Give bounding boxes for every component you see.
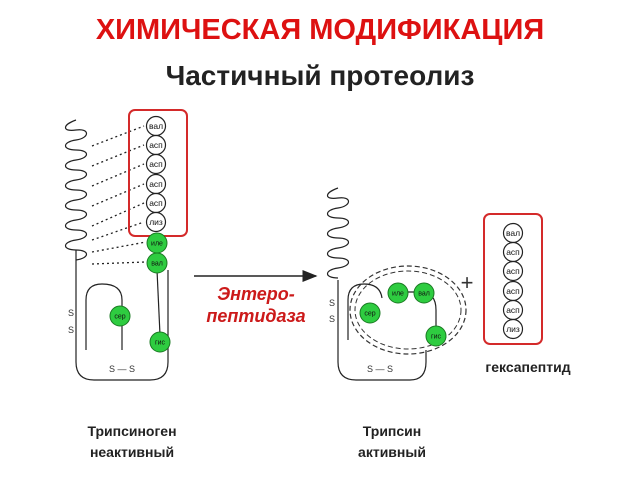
trypsinogen-inner-loop [85,283,123,350]
enzyme-label: Энтеро- [217,284,295,304]
residue-label: вал [151,261,163,268]
residue-label: лиз [149,217,163,227]
residue-label: иле [392,291,404,298]
trypsin-chain [337,280,427,381]
page-subtitle: Частичный протеолиз [165,60,475,91]
enzyme-label-line2: пептидаза [206,306,305,326]
residue-label: асп [149,198,163,208]
trypsinogen-state-label: неактивный [90,444,174,460]
released-hexapeptide: вал асп асп асп асп лиз гексапептид [483,213,571,375]
hexapeptide-box [483,213,543,345]
plus-sign: + [461,270,474,295]
trypsinogen-helix [64,119,88,261]
trypsinogen-label: Трипсиноген [87,423,176,439]
residue-label: гис [431,334,441,341]
trypsin-state-label: активный [358,444,426,460]
trypsinogen-active-residues: иле вал сер гис [109,232,171,353]
trypsinogen-chain [75,250,169,381]
residue-label: асп [506,286,520,296]
active-site-boundary [349,265,467,355]
hexapeptide-label: гексапептид [485,359,570,375]
disulfide-s: S [68,308,74,318]
disulfide-bridge-label: S — S [109,364,135,374]
residue-label: гис [155,340,165,347]
residue-label: иле [151,241,163,248]
trypsin-label: Трипсин [363,423,421,439]
disulfide-s: S [329,298,335,308]
disulfide-s: S [329,314,335,324]
residue-label: вал [506,228,520,238]
trypsinogen-structure: вал асп асп асп асп лиз иле вал сер гис … [64,109,188,460]
residue-label: сер [114,314,125,321]
residue-label: асп [506,266,520,276]
residue-label: асп [149,159,163,169]
residue-label: сер [364,311,375,318]
dotted-bonds [91,125,147,265]
residue-label: лиз [506,324,520,334]
trypsin-helix [326,187,350,279]
residue-label: асп [149,179,163,189]
residue-label: асп [506,247,520,257]
residue-label: вал [149,121,163,131]
trypsin-active-residues: иле вал сер гис [359,282,447,347]
trypsinogen-hexapeptide: вал асп асп асп асп лиз [145,115,167,233]
activation-arrow: Энтеро- пептидаза [194,270,318,326]
trypsin-structure: иле вал сер гис S S S — S Трипсин активн… [326,187,467,460]
residue-label: вал [418,291,430,298]
residue-label: асп [506,305,520,315]
residue-label: асп [149,140,163,150]
disulfide-bridge-label: S — S [367,364,393,374]
page-title: ХИМИЧЕСКАЯ МОДИФИКАЦИЯ [95,14,545,46]
disulfide-s: S [68,325,74,335]
